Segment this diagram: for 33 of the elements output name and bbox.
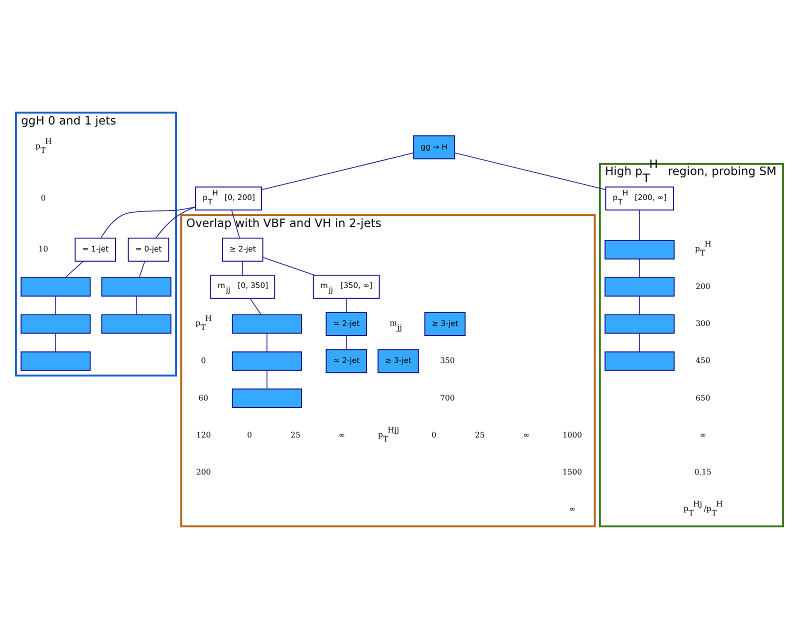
connector [136, 295, 137, 314]
connector [250, 298, 262, 314]
connector [346, 298, 347, 312]
connector [138, 260, 146, 278]
node-box [232, 350, 302, 370]
connector [64, 260, 84, 278]
connector [639, 332, 640, 352]
connector [242, 260, 243, 276]
node-box [101, 276, 172, 296]
connector [266, 332, 268, 352]
connector [261, 152, 414, 190]
connector [266, 370, 268, 389]
node-box [20, 314, 91, 334]
node-box [604, 276, 675, 296]
node-box [604, 239, 675, 259]
node-box [20, 350, 91, 370]
node-box [604, 350, 675, 370]
connector [231, 209, 240, 238]
connector [639, 209, 640, 240]
node-box [101, 314, 172, 334]
node-box [20, 276, 91, 296]
node-box [232, 388, 302, 408]
connector [346, 334, 347, 350]
connector [155, 206, 196, 238]
connector [55, 295, 56, 314]
connector [639, 295, 640, 314]
connector [262, 256, 316, 276]
connector [55, 332, 56, 352]
connector [639, 258, 640, 278]
connector [100, 206, 196, 238]
node-box [232, 314, 302, 334]
connector [454, 152, 606, 190]
node-box [604, 314, 675, 334]
